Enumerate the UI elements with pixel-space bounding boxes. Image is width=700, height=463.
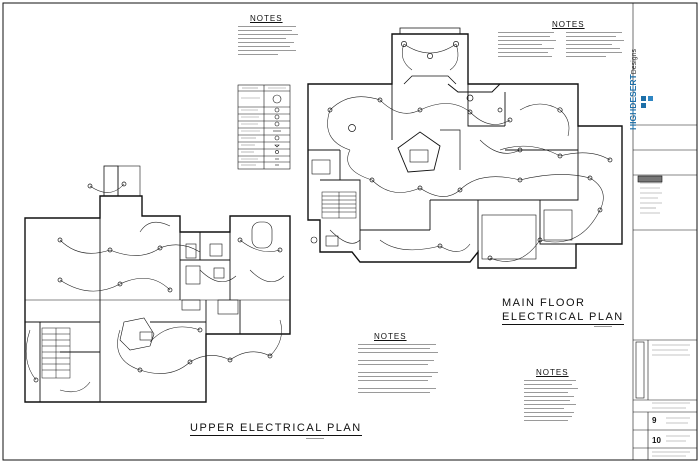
notes-heading-top-right: NOTES [552,20,585,29]
notes-text-top-right-a [498,32,558,60]
upper-floor-fixtures [33,181,283,383]
main-floor-title-line2: ELECTRICAL PLAN [502,311,624,325]
notes-heading-top: NOTES [250,14,283,23]
upper-plan-title: UPPER ELECTRICAL PLAN [190,422,362,436]
brand-name: HIGHDESERTDesigns [628,49,638,130]
brand-name-main: HIGHDESERT [628,74,638,130]
sheet-number-b: 10 [652,436,661,445]
brand-name-suffix: Designs [631,48,638,75]
upper-floor-plan [24,165,291,403]
notes-heading-bottom-right: NOTES [536,368,569,377]
notes-text-top-right-b [566,32,626,60]
notes-heading-center: NOTES [374,332,407,341]
sheet-number-a: 9 [652,416,657,425]
legend-text [241,87,286,166]
electrical-legend-table [237,84,291,170]
notes-text-top [238,26,300,58]
title-block-text [640,182,690,457]
main-floor-plan [307,27,623,269]
notes-text-bottom-right [524,380,580,424]
main-floor-fixtures [327,41,613,261]
upper-floor-wiring [25,183,285,393]
logo-mark [641,96,653,108]
title-block [632,3,697,460]
main-floor-wiring [327,43,611,262]
main-floor-title: MAIN FLOOR ELECTRICAL PLAN [502,296,624,325]
notes-text-center [358,344,444,396]
main-floor-title-line1: MAIN FLOOR [502,297,586,309]
upper-plan-scale [306,438,326,442]
main-floor-scale [594,326,614,330]
